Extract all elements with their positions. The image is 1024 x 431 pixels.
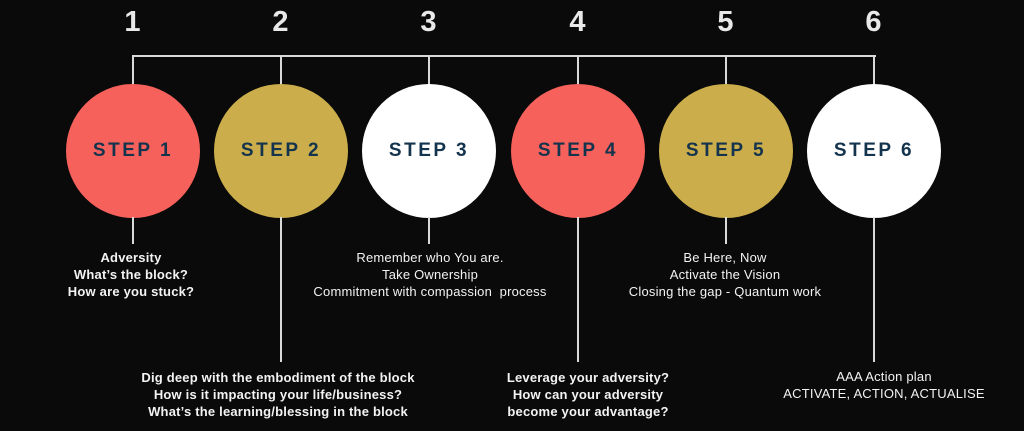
step-circle-6: STEP 6 (807, 84, 941, 218)
timeline-tick-1 (132, 55, 134, 85)
step-number-5: 5 (717, 6, 735, 38)
step-label-5: STEP 5 (685, 140, 767, 161)
description-line: AAA Action plan (836, 369, 932, 384)
connector-line-5 (725, 217, 727, 244)
description-line: Activate the Vision (669, 267, 781, 282)
description-line: become your advantage? (507, 404, 669, 419)
description-line: Be Here, Now (683, 250, 767, 265)
connector-line-1 (132, 217, 134, 244)
step-number-4: 4 (569, 6, 587, 38)
step-circle-5: STEP 5 (659, 84, 793, 218)
timeline-tick-3 (428, 55, 430, 85)
description-line: What’s the block? (73, 267, 189, 282)
description-line: Commitment with compassion process (313, 284, 547, 299)
step-circle-2: STEP 2 (214, 84, 348, 218)
description-line: Adversity (100, 250, 162, 265)
description-line: Dig deep with the embodiment of the bloc… (141, 370, 415, 385)
step-description-4: Leverage your adversity? How can your ad… (507, 369, 669, 420)
step-description-6: AAA Action plan ACTIVATE, ACTION, ACTUAL… (783, 368, 984, 402)
description-line: What’s the learning/blessing in the bloc… (148, 404, 408, 419)
step-label-3: STEP 3 (388, 140, 470, 161)
step-description-5: Be Here, Now Activate the Vision Closing… (629, 249, 821, 300)
description-line: Take Ownership (381, 267, 479, 282)
timeline-tick-4 (577, 55, 579, 85)
step-circle-4: STEP 4 (511, 84, 645, 218)
timeline-horizontal-line (132, 55, 876, 57)
step-description-1: Adversity What’s the block? How are you … (68, 249, 194, 300)
description-line: How is it impacting your life/business? (153, 387, 403, 402)
step-description-3: Remember who You are. Take Ownership Com… (313, 249, 546, 300)
step-number-3: 3 (420, 6, 438, 38)
description-line: Remember who You are. (356, 250, 504, 265)
connector-line-3 (428, 217, 430, 244)
description-line: How are you stuck? (67, 284, 195, 299)
connector-line-4 (577, 217, 579, 362)
step-number-6: 6 (865, 6, 883, 38)
description-line: How can your adversity (512, 387, 664, 402)
connector-line-6 (873, 217, 875, 362)
step-circle-3: STEP 3 (362, 84, 496, 218)
description-line: Closing the gap - Quantum work (628, 284, 822, 299)
step-number-1: 1 (124, 6, 142, 38)
step-label-6: STEP 6 (833, 140, 915, 161)
step-label-1: STEP 1 (92, 140, 174, 161)
timeline-tick-6 (873, 55, 875, 85)
timeline-tick-5 (725, 55, 727, 85)
timeline-tick-2 (280, 55, 282, 85)
step-label-4: STEP 4 (537, 140, 619, 161)
description-line: ACTIVATE, ACTION, ACTUALISE (783, 386, 985, 401)
step-circle-1: STEP 1 (66, 84, 200, 218)
description-line: Leverage your adversity? (506, 370, 670, 385)
step-label-2: STEP 2 (240, 140, 322, 161)
step-number-2: 2 (272, 6, 290, 38)
step-description-2: Dig deep with the embodiment of the bloc… (141, 369, 414, 420)
connector-line-2 (280, 217, 282, 362)
